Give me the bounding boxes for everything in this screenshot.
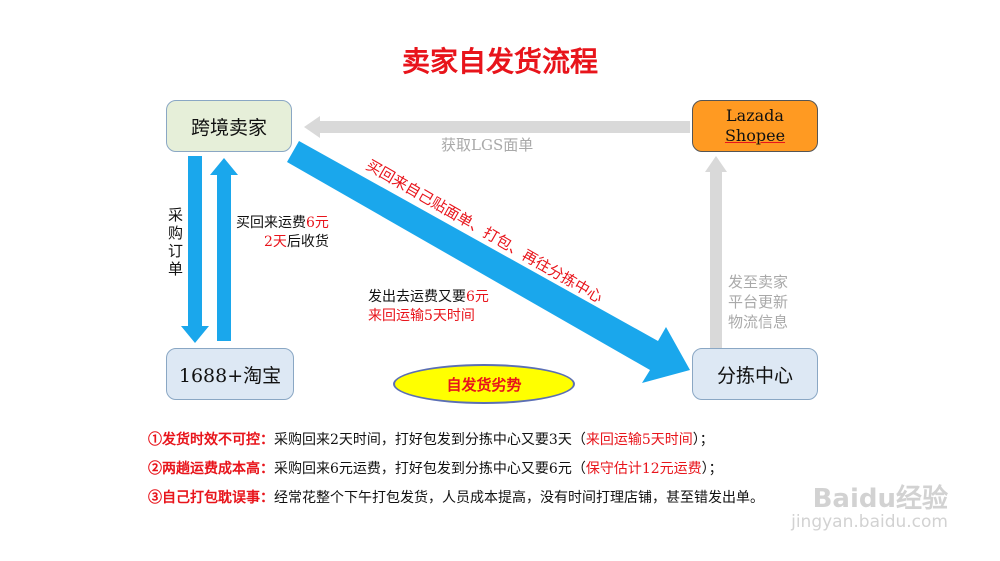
platform-shopee: Shopee xyxy=(724,126,786,145)
note-3-key: ③自己打包耽误事： xyxy=(148,490,274,506)
watermark-url: jingyan.baidu.com xyxy=(791,512,948,532)
buyback-cost-value: 6元 xyxy=(306,215,329,231)
lgs-arrow xyxy=(304,116,690,138)
node-sorting-label: 分拣中心 xyxy=(716,364,793,387)
platform-lazada: Lazada xyxy=(726,106,784,125)
shipout-cost-text: 发出去运费又要 xyxy=(368,289,466,305)
purchase-arrow xyxy=(181,156,209,343)
node-platform: Lazada Shopee xyxy=(692,100,818,152)
page-title: 卖家自发货流程 xyxy=(401,45,598,78)
note-2-red: 保守估计12元运费 xyxy=(585,461,702,477)
buyback-cost-text: 买回来运费 xyxy=(236,215,306,231)
note-3-tail: 甚至错发出单。 xyxy=(666,490,764,506)
buyback-label: 买回来运费6元 2天后收货 xyxy=(236,214,329,252)
note-3: ③自己打包耽误事：经常花整个下午打包发货，人员成本提高，没有时间打理店铺，甚至错… xyxy=(148,487,764,507)
shipout-days: 来回运输5天时间 xyxy=(368,308,475,324)
note-1-text: 采购回来2天时间，打好包发到分拣中心又要3天（ xyxy=(274,432,586,448)
note-1-red: 来回运输5天时间 xyxy=(585,432,693,448)
buyback-days-value: 2天 xyxy=(264,234,287,250)
note-3-text: 经常花整个下午打包发货，人员成本提高，没有时间打理店铺， xyxy=(274,490,666,506)
note-2-key: ②两趟运费成本高： xyxy=(148,461,274,477)
purchase-label: 采购订单 xyxy=(168,206,184,278)
note-2-tail: ）； xyxy=(701,461,723,477)
node-supplier: 1688+淘宝 xyxy=(166,348,294,400)
note-2-text: 采购回来6元运费，打好包发到分拣中心又要6元（ xyxy=(274,461,586,477)
buyback-days-text: 后收货 xyxy=(286,234,329,250)
lgs-label: 获取LGS面单 xyxy=(441,136,534,154)
shipout-label: 发出去运费又要6元 来回运输5天时间 xyxy=(368,288,489,326)
tracking-line3: 物流信息 xyxy=(728,313,789,331)
node-seller: 跨境卖家 xyxy=(166,100,292,152)
shipout-cost-value: 6元 xyxy=(466,289,489,305)
note-2: ②两趟运费成本高：采购回来6元运费，打好包发到分拣中心又要6元（保守估计12元运… xyxy=(148,458,723,478)
node-seller-label: 跨境卖家 xyxy=(190,116,267,139)
node-sorting: 分拣中心 xyxy=(692,348,818,400)
buyback-arrow xyxy=(210,158,238,341)
disadvantage-badge: 自发货劣势 xyxy=(393,364,575,404)
tracking-label: 发至卖家 平台更新 物流信息 xyxy=(728,272,788,332)
node-supplier-label: 1688+淘宝 xyxy=(178,364,282,387)
watermark-brand: Baidu经验 xyxy=(812,484,948,514)
tracking-line2: 平台更新 xyxy=(728,293,789,311)
note-1-tail: ）； xyxy=(692,432,714,448)
tracking-arrow xyxy=(705,156,727,350)
tracking-line1: 发至卖家 xyxy=(728,273,789,291)
note-1-key: ①发货时效不可控： xyxy=(148,432,274,448)
note-1: ①发货时效不可控：采购回来2天时间，打好包发到分拣中心又要3天（来回运输5天时间… xyxy=(148,429,714,449)
diagonal-arrow xyxy=(287,141,690,383)
